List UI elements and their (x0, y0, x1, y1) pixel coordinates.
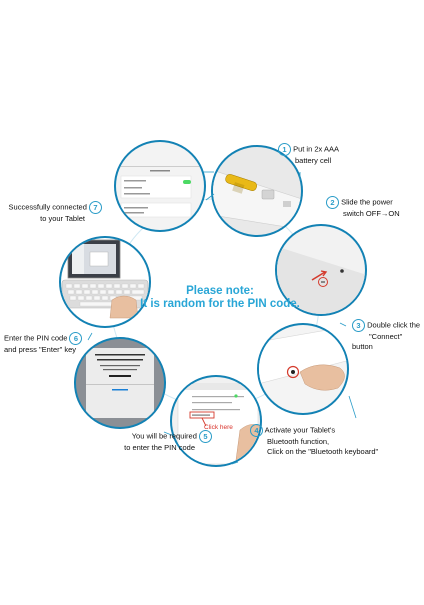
step-text-line1: Activate your Tablet's (264, 425, 336, 435)
step6-image (59, 236, 151, 328)
center-note: Please note: It is random for the PIN co… (134, 285, 306, 311)
step-3-label: 3 Double click the "Connect" button (352, 319, 424, 352)
step-number-badge: 2 (326, 196, 339, 209)
step-text-line2: Bluetooth function, (267, 437, 330, 446)
step-7-label: Successfully connected 7 to your Tablet (4, 201, 102, 224)
step-text-line1: Slide the power (341, 197, 393, 207)
step-number-badge: 1 (278, 143, 291, 156)
step-4-label: 4 Activate your Tablet's Bluetooth funct… (250, 424, 378, 457)
step-text-line1: Successfully connected (8, 202, 87, 212)
step-number-badge: 7 (89, 201, 102, 214)
step-5-label: You will be required 5 to enter the PIN … (82, 430, 212, 453)
step7-image (114, 140, 206, 232)
step-text-line2: switch OFF→ON (343, 209, 400, 218)
step-number-badge: 6 (69, 332, 83, 345)
step-6-label: Enter the PIN code 6 and press "Enter" k… (4, 332, 83, 355)
step-text-line1: Put in 2x AAA (293, 144, 339, 154)
step-number-badge: 4 (250, 424, 263, 437)
step-text-line1: Double click the (367, 320, 421, 330)
step-text-line1: Enter the PIN code (4, 333, 68, 343)
step1-image (211, 145, 303, 237)
click-here-callout: Click here (204, 424, 233, 431)
step-number-badge: 3 (352, 319, 365, 332)
step4-image (170, 375, 262, 467)
step-1-label: 1 Put in 2x AAA battery cell (278, 143, 339, 166)
step3-image (257, 323, 349, 415)
step-text-line1: You will be required (131, 431, 197, 441)
step-text-line3: Click on the "Bluetooth keyboard" (267, 447, 379, 456)
step-text-line2: to enter the PIN code (124, 443, 195, 452)
step-text-line2: to your Tablet (40, 214, 85, 223)
step-number-badge: 5 (199, 430, 212, 443)
step-text-line2: and press "Enter" key (4, 345, 77, 354)
note-body: It is random for the PIN code. (140, 298, 300, 310)
note-heading: Please note: (186, 285, 254, 297)
step2-image (275, 224, 367, 316)
connector-lines (87, 171, 357, 465)
step-text-line2: "Connect" button (352, 332, 403, 351)
step5-image (74, 337, 166, 429)
step-text-line2: battery cell (295, 156, 332, 165)
step-2-label: 2 Slide the power switch OFF→ON (326, 196, 400, 219)
